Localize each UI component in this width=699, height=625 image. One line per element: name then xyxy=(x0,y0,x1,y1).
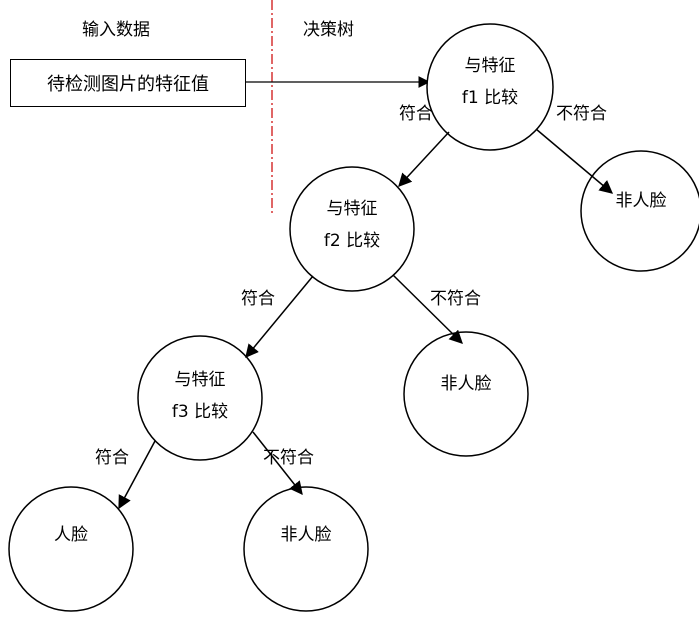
edge-f1-nomatch-label: 不符合 xyxy=(556,104,607,124)
node-f3-label-line1: 与特征 xyxy=(174,370,226,390)
edge-f1-match xyxy=(398,131,450,187)
edge-f3-nomatch xyxy=(252,431,303,496)
node-f2-label-line1: 与特征 xyxy=(326,199,378,219)
node-f2-circle xyxy=(289,166,415,292)
node-f3-label-line2: f3 比较 xyxy=(171,402,229,422)
node-f1-label-line1: 与特征 xyxy=(464,56,516,76)
leaf2-circle xyxy=(403,331,529,457)
edge-f2-match xyxy=(245,275,314,359)
edge-f3-match-label: 符合 xyxy=(95,448,129,468)
node-f3-circle xyxy=(137,335,263,461)
edge-f1-match-label: 符合 xyxy=(399,104,433,124)
edge-f2-match-label: 符合 xyxy=(241,289,275,309)
edge-f2-nomatch xyxy=(392,274,463,344)
leaf2-label: 非人脸 xyxy=(440,374,492,394)
leaf4-label: 非人脸 xyxy=(280,525,332,545)
leaf4-circle xyxy=(243,486,369,612)
leaf1-circle xyxy=(580,150,699,272)
leaf3-label: 人脸 xyxy=(54,525,88,545)
decision-tree-header: 决策树 xyxy=(303,20,354,40)
node-f1-circle xyxy=(426,23,554,151)
edge-f2-nomatch-label: 不符合 xyxy=(430,289,481,309)
edge-f3-nomatch-label: 不符合 xyxy=(263,448,314,468)
leaf3-circle xyxy=(8,486,134,612)
node-f2-label-line2: f2 比较 xyxy=(323,231,381,251)
leaf1-label: 非人脸 xyxy=(615,191,667,211)
edge-f1-nomatch xyxy=(535,128,614,194)
node-f1-label-line2: f1 比较 xyxy=(461,88,519,108)
edge-f3-match xyxy=(118,440,156,510)
feature-input-box: 待检测图片的特征值 xyxy=(10,59,246,107)
input-data-header: 输入数据 xyxy=(82,20,150,40)
